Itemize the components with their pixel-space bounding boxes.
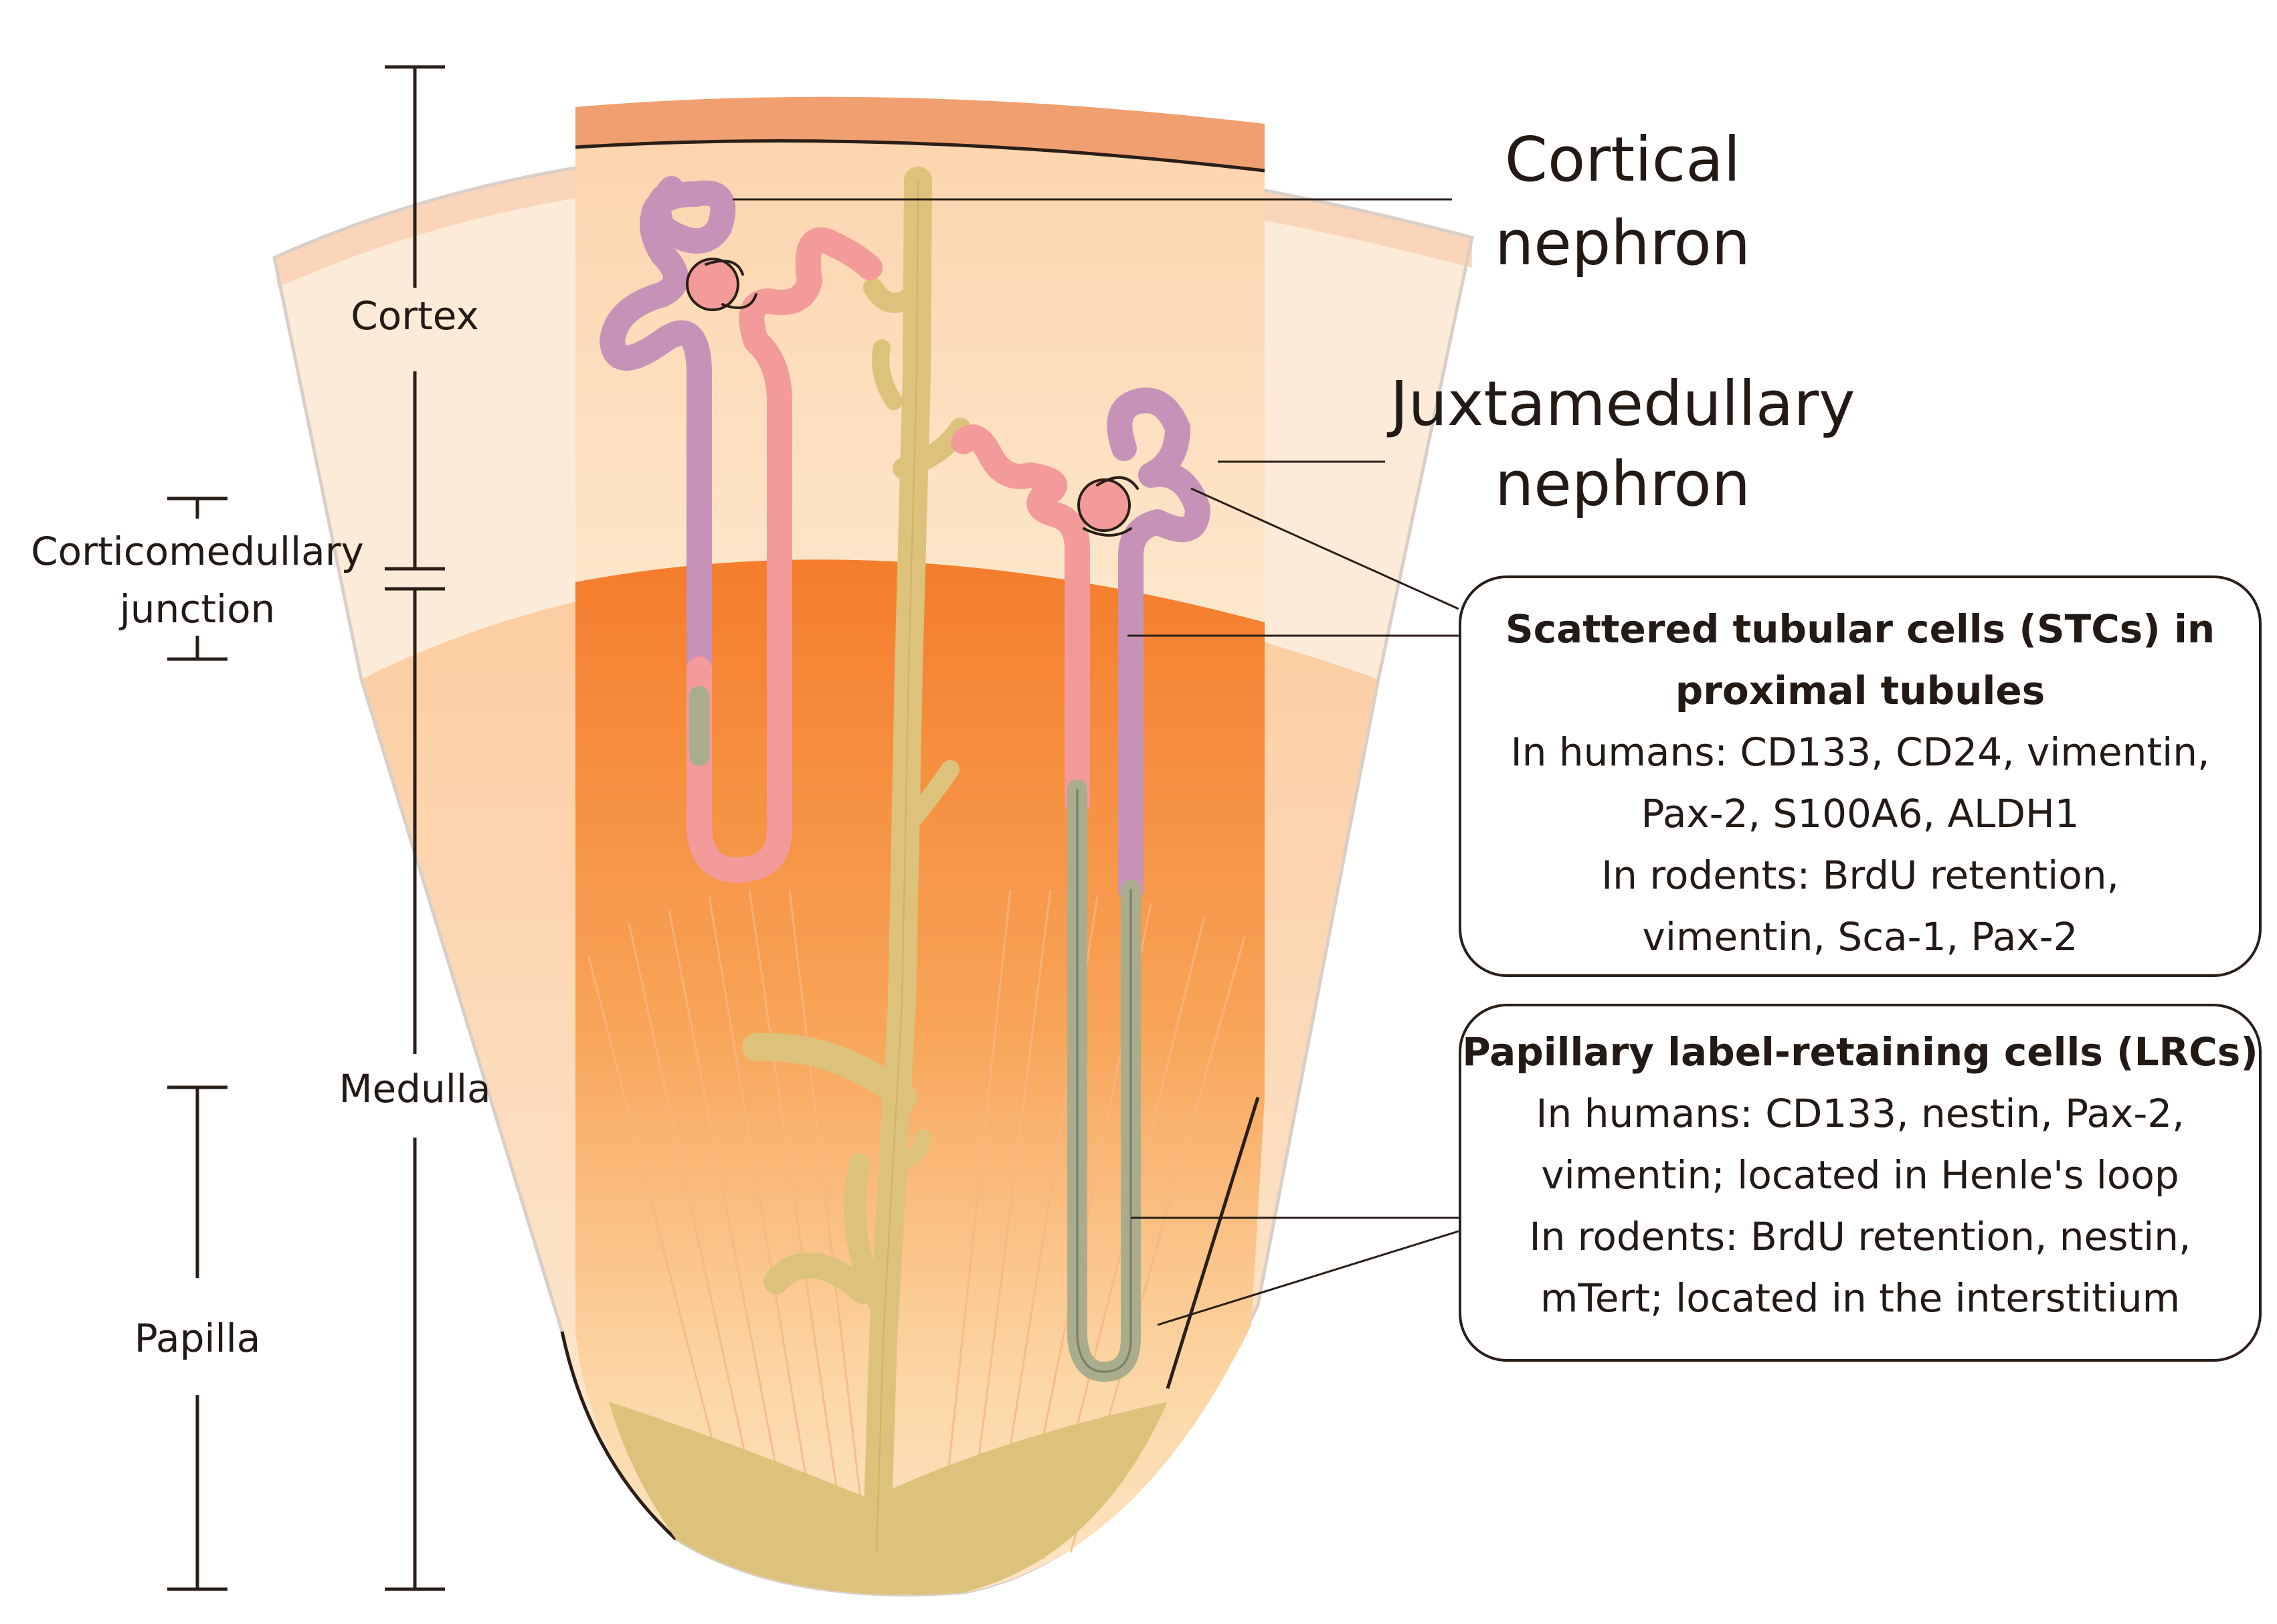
stc-line: In humans: CD133, CD24, vimentin, bbox=[1510, 729, 2210, 775]
stc-line: In rodents: BrdU retention, bbox=[1601, 852, 2119, 898]
juxta-distal-tubule bbox=[1107, 387, 1210, 903]
lrc-line: In humans: CD133, nestin, Pax-2, bbox=[1536, 1091, 2185, 1136]
lrc-line: In rodents: BrdU retention, nestin, bbox=[1529, 1214, 2191, 1259]
leader-lines bbox=[733, 198, 1459, 1326]
lrc-leader-2 bbox=[1157, 1230, 1459, 1326]
papilla-label: Papilla bbox=[134, 1316, 261, 1361]
corticomedullary-label-1: Corticomedullary bbox=[31, 529, 364, 574]
lrc-info-box: Papillary label-retaining cells (LRCs) I… bbox=[1459, 1004, 2262, 1362]
region-labels: Cortex Corticomedullary junction Medulla… bbox=[31, 293, 490, 1361]
stc-title-line-2: proximal tubules bbox=[1675, 668, 2045, 713]
medulla bbox=[575, 559, 1265, 1595]
stc-line: Pax-2, S100A6, ALDH1 bbox=[1641, 791, 2080, 836]
cortical-nephron-title-2: nephron bbox=[1495, 207, 1750, 279]
cortical-nephron bbox=[600, 176, 883, 883]
stc-line: vimentin, Sca-1, Pax-2 bbox=[1642, 914, 2078, 960]
nephron-titles: Cortical nephron Juxtamedullary nephron bbox=[1386, 124, 1855, 520]
juxta-proximal-tubule bbox=[951, 424, 1090, 816]
papilla-scale-bar bbox=[167, 1085, 227, 1591]
stc-info-box: Scattered tubular cells (STCs) in proxim… bbox=[1459, 575, 2262, 977]
juxtamedullary-nephron-title-2: nephron bbox=[1495, 448, 1750, 520]
juxtamedullary-nephron-title-1: Juxtamedullary bbox=[1386, 368, 1855, 440]
lrc-line: mTert; located in the interstitium bbox=[1540, 1275, 2181, 1321]
lrc-line: vimentin; located in Henle's loop bbox=[1541, 1152, 2179, 1198]
cortical-proximal-tubule bbox=[739, 227, 883, 682]
lrc-title: Papillary label-retaining cells (LRCs) bbox=[1462, 1029, 2258, 1075]
scale-bars bbox=[167, 65, 445, 1591]
corticomedullary-label-2: junction bbox=[118, 586, 276, 632]
stc-title-line-1: Scattered tubular cells (STCs) in bbox=[1505, 606, 2215, 652]
juxtamedullary-nephron bbox=[951, 387, 1210, 1382]
stc-leader-1 bbox=[1190, 487, 1459, 610]
medulla-scale-bar bbox=[385, 587, 445, 1054]
juxta-glomerulus bbox=[1077, 478, 1131, 532]
cortex-label: Cortex bbox=[351, 293, 479, 339]
medulla-label: Medulla bbox=[339, 1066, 490, 1111]
cortex-scale-bar bbox=[385, 65, 445, 288]
cortical-nephron-title-1: Cortical bbox=[1505, 124, 1741, 195]
cortical-distal-tubule bbox=[600, 176, 736, 682]
cortical-glomerulus bbox=[686, 258, 739, 311]
corticomedullary-scale-bar bbox=[167, 497, 227, 661]
